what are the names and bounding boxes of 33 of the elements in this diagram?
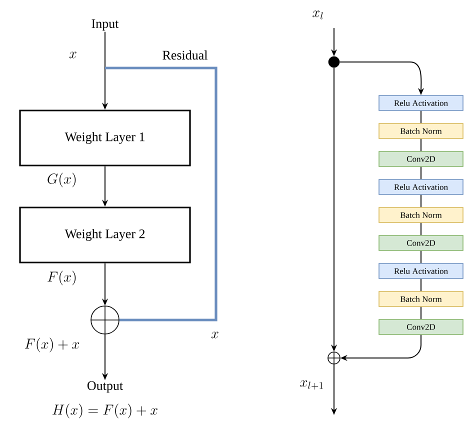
layer-box: Conv2D: [378, 235, 464, 251]
layer-box: Batch Norm: [378, 291, 464, 307]
formula: $x$: [211, 332, 218, 338]
layer-box: Weight Layer 2: [19, 206, 191, 264]
edge-label: $x$: [69, 52, 76, 58]
edge-label: $x_l$: [312, 10, 323, 20]
connector-line: [420, 110, 422, 124]
sum-circle: [327, 351, 341, 365]
connector-line: [420, 222, 422, 236]
layer-box: Relu Activation: [378, 263, 464, 279]
node-label: Output: [87, 381, 123, 393]
edge-label: $x_{l+1}$: [300, 380, 323, 390]
connector-line: [420, 138, 422, 152]
connector-line: [420, 278, 422, 292]
layer-box: Conv2D: [378, 151, 464, 167]
layer-box: Conv2D: [378, 319, 464, 335]
connector-line: [420, 194, 422, 208]
sum-circle: [90, 305, 120, 335]
node-label: Input: [92, 19, 119, 31]
layer-box: Weight Layer 1: [19, 110, 191, 166]
edge-label: Residual: [162, 50, 208, 60]
layer-box: Relu Activation: [378, 95, 464, 111]
formula: $H(x) = F(x) + x$: [52, 404, 158, 418]
edge-label: $F(x) + x$: [24, 338, 80, 352]
edge-label: $F(x)$: [48, 270, 76, 286]
connector-line: [420, 250, 422, 264]
layer-box: Relu Activation: [378, 179, 464, 195]
connector-line: [420, 166, 422, 180]
edge-label: $G(x)$: [48, 172, 76, 188]
connector-line: [420, 306, 422, 320]
connector-line: [105, 66, 218, 322]
layer-box: Batch Norm: [378, 123, 464, 139]
layer-box: Batch Norm: [378, 207, 464, 223]
